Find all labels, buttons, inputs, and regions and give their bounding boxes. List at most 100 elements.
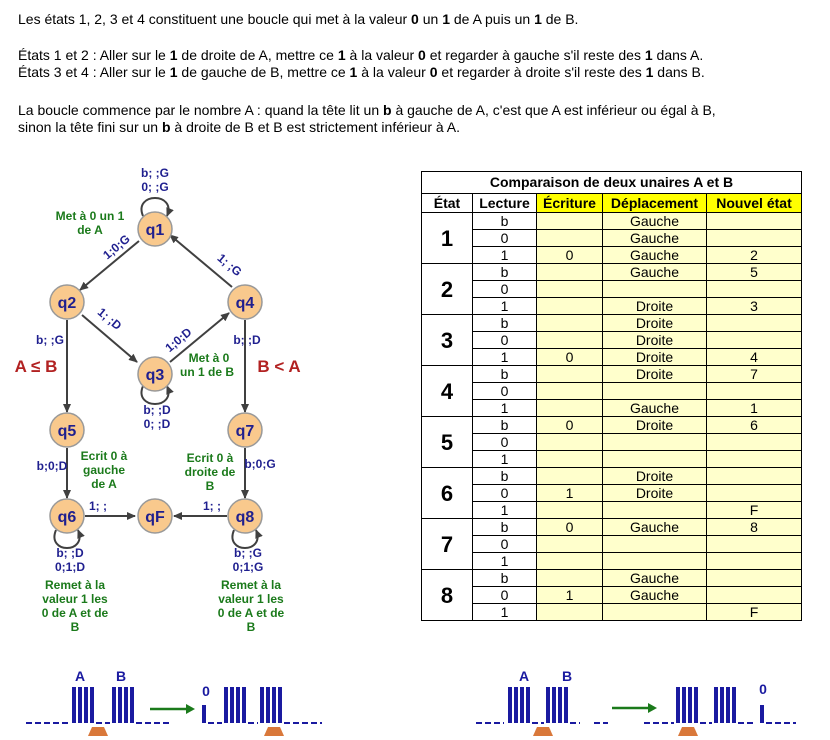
label-q1-loop-1: b; ;G [141, 166, 169, 180]
header-etat: État [421, 193, 473, 213]
edge-q1-q2 [79, 240, 140, 291]
tape-right-zero: 0 [759, 681, 767, 697]
lecture-cell: 1 [472, 603, 537, 621]
lecture-cell: 1 [472, 501, 537, 519]
deplacement-cell [602, 433, 707, 451]
table-row: 1 [422, 450, 802, 468]
table-row: 0 [422, 433, 802, 451]
tape-cell-one [520, 687, 524, 723]
state-number-cell: 6 [421, 467, 473, 519]
state-q6: q6 [49, 498, 85, 534]
svg-text:q5: q5 [58, 423, 77, 440]
tape-cell-one [236, 687, 240, 723]
label-q4-q7: b; ;D [233, 333, 261, 347]
svg-text:q8: q8 [236, 509, 255, 526]
nouvel-etat-cell: F [706, 603, 802, 621]
ecriture-cell: 1 [536, 484, 603, 502]
tape-cell-zero [760, 705, 764, 723]
lecture-cell: 0 [472, 382, 537, 400]
label-q3-loop-2: 0; ;D [144, 417, 171, 431]
tape-arrow-head [186, 704, 195, 714]
nouvel-etat-cell [706, 552, 802, 570]
deplacement-cell [602, 501, 707, 519]
state-nodes: q1 q2 q3 q4 q5 q6 q7 q8 qF [49, 211, 263, 534]
nouvel-etat-cell: 3 [706, 297, 802, 315]
deplacement-cell: Gauche [602, 586, 707, 604]
deplacement-cell [602, 382, 707, 400]
tape-cell-one [72, 687, 76, 723]
tape-cell-one [242, 687, 246, 723]
table-title: Comparaison de deux unaires A et B [421, 171, 802, 194]
deplacement-cell: Droite [602, 348, 707, 366]
deplacement-cell: Droite [602, 416, 707, 434]
nouvel-etat-cell [706, 382, 802, 400]
deplacement-cell: Droite [602, 467, 707, 485]
tape-cell-one [124, 687, 128, 723]
tape-cell-one [694, 687, 698, 723]
tape-cell-one [552, 687, 556, 723]
deplacement-cell: Gauche [602, 263, 707, 281]
tape-right-label-a: A [519, 668, 529, 684]
label-q8-loop-1: b; ;G [234, 546, 262, 560]
table-row: 0 Gauche [422, 229, 802, 247]
lecture-cell: 0 [472, 229, 537, 247]
tape-cell-one [266, 687, 270, 723]
deplacement-cell: Droite [602, 297, 707, 315]
tape-cell-one [732, 687, 736, 723]
state-q1: q1 [137, 211, 173, 247]
nouvel-etat-cell [706, 569, 802, 587]
nouvel-etat-cell [706, 433, 802, 451]
ecriture-cell [536, 433, 603, 451]
deplacement-cell: Droite [602, 484, 707, 502]
tape-marks [26, 687, 796, 736]
ecriture-cell [536, 365, 603, 383]
intro-line-1: Les états 1, 2, 3 et 4 constituent une b… [18, 11, 579, 27]
edge-q2-q3 [81, 314, 138, 363]
lecture-cell: 0 [472, 535, 537, 553]
label-q7-q8: b;0;G [244, 457, 275, 471]
header-lecture: Lecture [472, 193, 537, 213]
tape-right-label-b: B [562, 668, 572, 684]
ecriture-cell: 0 [536, 518, 603, 536]
note-q7-3: B [206, 479, 215, 493]
tape-head [88, 727, 108, 736]
state-q7: q7 [227, 412, 263, 448]
ecriture-cell [536, 314, 603, 332]
state-q4: q4 [227, 284, 263, 320]
ecriture-cell: 0 [536, 246, 603, 264]
lecture-cell: 0 [472, 586, 537, 604]
ecriture-cell [536, 399, 603, 417]
note-q8-3: 0 de A et de [218, 606, 285, 620]
deplacement-cell: Gauche [602, 229, 707, 247]
loop-q6 [53, 529, 85, 549]
note-q5-3: de A [91, 477, 117, 491]
note-q6-4: B [71, 620, 80, 634]
ecriture-cell [536, 535, 603, 553]
label-q2-q5: b; ;G [36, 333, 64, 347]
table-row: 0 [422, 280, 802, 298]
state-q5: q5 [49, 412, 85, 448]
note-q6-3: 0 de A et de [42, 606, 109, 620]
nouvel-etat-cell [706, 586, 802, 604]
lecture-cell: 1 [472, 450, 537, 468]
lecture-cell: b [472, 365, 537, 383]
deplacement-cell [602, 450, 707, 468]
deplacement-cell [602, 603, 707, 621]
state-number-cell: 2 [421, 263, 473, 315]
nouvel-etat-cell: 1 [706, 399, 802, 417]
state-notes: Met à 0 un 1 de A Met à 0 un 1 de B Ecri… [42, 209, 285, 634]
note-q3-1: Met à 0 [189, 351, 230, 365]
intro-line-2: États 1 et 2 : Aller sur le 1 de droite … [18, 47, 704, 63]
tape-cell-one [514, 687, 518, 723]
deplacement-cell: Droite [602, 314, 707, 332]
state-number-cell: 1 [421, 212, 473, 264]
label-q1-loop-2: 0; ;G [141, 180, 168, 194]
deplacement-cell: Droite [602, 331, 707, 349]
